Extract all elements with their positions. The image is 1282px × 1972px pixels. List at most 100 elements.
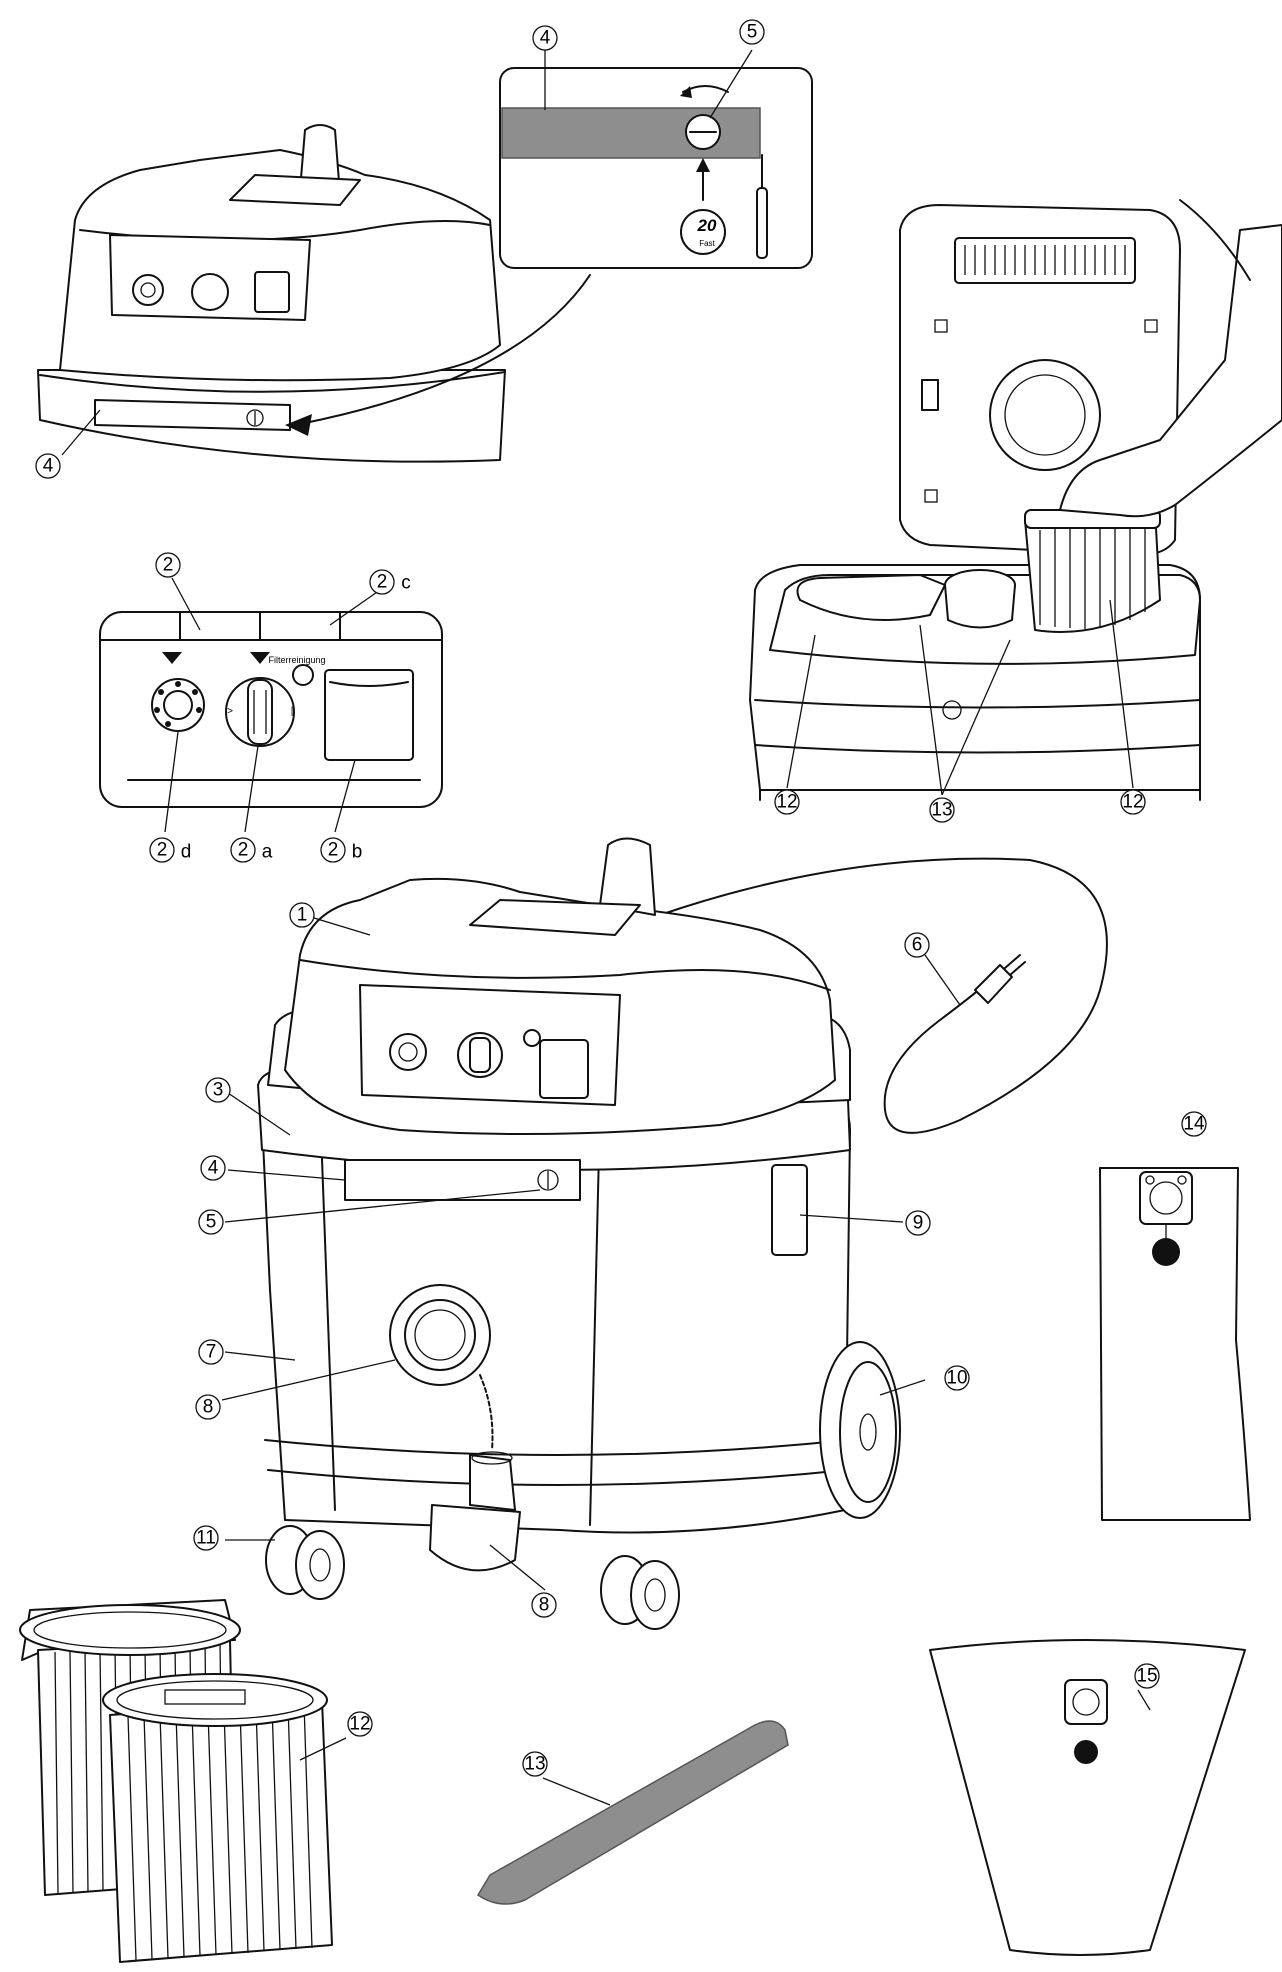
svg-text:12: 12 <box>776 792 797 813</box>
screw-icon <box>537 1169 559 1191</box>
svg-text:3: 3 <box>213 1080 224 1101</box>
arrow-icon <box>696 158 710 172</box>
castor-wheel <box>265 1525 345 1600</box>
indicator-lamp <box>523 1029 541 1047</box>
bag-collar <box>1139 1171 1193 1225</box>
callout: 13 <box>522 1751 548 1777</box>
latch <box>771 1164 808 1256</box>
callout: 12 <box>774 789 800 815</box>
callout: 8 <box>531 1592 557 1618</box>
removable-strip <box>94 399 291 431</box>
callout: 2 b <box>320 837 363 863</box>
callout: 4 <box>532 25 558 51</box>
svg-text:9: 9 <box>913 1213 924 1234</box>
inlet-cap <box>429 1504 521 1572</box>
dust-bag <box>1099 1167 1251 1521</box>
indicator-lamp <box>292 664 314 686</box>
switch-icon <box>921 379 939 411</box>
callout: 4 <box>200 1155 226 1181</box>
knob-icon <box>132 274 164 306</box>
panel-label: Filterreinigung <box>268 655 325 665</box>
panel-control-panel: > | Filterreinigung 2 2 c 2 d 2 a 2 b <box>99 552 443 863</box>
dust-bag <box>929 1639 1246 1956</box>
badge-number: 20 <box>697 216 717 235</box>
torx-badge <box>680 209 726 255</box>
callout: 15 <box>1134 1663 1160 1689</box>
castor-wheel <box>600 1555 680 1630</box>
hand <box>1059 224 1282 518</box>
bag-collar <box>1064 1679 1108 1725</box>
svg-text:2: 2 <box>238 840 249 861</box>
svg-text:2: 2 <box>163 555 174 576</box>
callout: 10 <box>944 1365 970 1391</box>
svg-text:1: 1 <box>297 905 308 926</box>
callout: 2 a <box>230 837 273 863</box>
svg-text:11: 11 <box>196 1528 216 1549</box>
panel-accessories: 15 12 13 <box>19 1599 1246 1963</box>
filter-cartridge <box>102 1673 333 1963</box>
svg-text:7: 7 <box>206 1342 217 1363</box>
callout: 2 <box>155 552 181 578</box>
callout: 12 <box>1120 789 1146 815</box>
svg-text:2: 2 <box>157 840 168 861</box>
plug-icon <box>974 964 1013 1004</box>
callout: 7 <box>198 1339 224 1365</box>
svg-text:c: c <box>401 573 411 594</box>
svg-text:15: 15 <box>1136 1666 1157 1687</box>
svg-text:4: 4 <box>208 1158 219 1179</box>
svg-text:8: 8 <box>203 1397 214 1418</box>
marker-triangle <box>250 652 270 664</box>
callout: 14 <box>1181 1111 1207 1137</box>
socket-icon <box>539 1039 589 1099</box>
svg-text:10: 10 <box>946 1368 967 1389</box>
callout: 12 <box>347 1711 373 1737</box>
svg-text:12: 12 <box>1122 792 1143 813</box>
seal-strip <box>476 1720 789 1905</box>
bag-opening <box>1152 1238 1180 1266</box>
callout: 4 <box>35 453 61 479</box>
svg-text:12: 12 <box>349 1714 370 1735</box>
bag-opening <box>1074 1740 1098 1764</box>
callout: 5 <box>739 19 765 45</box>
socket-icon <box>254 271 290 313</box>
power-cable <box>659 857 1108 1134</box>
filter-cartridge <box>1024 509 1161 633</box>
svg-text:8: 8 <box>539 1595 550 1616</box>
filter-seat <box>796 574 946 621</box>
removable-strip <box>344 1159 581 1201</box>
svg-text:6: 6 <box>912 935 923 956</box>
svg-text:a: a <box>262 842 273 863</box>
svg-text:13: 13 <box>524 1754 545 1775</box>
callout: 8 <box>195 1394 221 1420</box>
callout: 13 <box>929 797 955 823</box>
callout: 1 <box>289 902 315 928</box>
callout: 11 <box>193 1525 219 1551</box>
svg-text:b: b <box>352 842 363 863</box>
svg-text:d: d <box>181 842 192 863</box>
svg-text:|: | <box>291 706 294 717</box>
callout: 3 <box>205 1077 231 1103</box>
badge-subtext: Fast <box>699 239 715 248</box>
handle <box>599 837 656 916</box>
panel-filter-change: 12 13 12 <box>749 199 1282 823</box>
callout: 5 <box>198 1209 224 1235</box>
svg-text:14: 14 <box>1183 1114 1205 1135</box>
svg-text:4: 4 <box>43 456 54 477</box>
rear-wheel <box>819 1341 901 1519</box>
screw-icon <box>246 409 264 427</box>
svg-text:4: 4 <box>540 28 551 49</box>
svg-text:5: 5 <box>747 22 758 43</box>
panel-overview: 1 6 3 4 14 5 9 7 10 8 11 <box>193 837 1251 1630</box>
arrow-icon <box>285 414 312 436</box>
svg-text:13: 13 <box>931 800 952 821</box>
callout: 2 c <box>369 569 411 595</box>
screwdriver-icon <box>756 187 768 259</box>
knob-icon <box>389 1033 427 1071</box>
callout: 9 <box>905 1210 931 1236</box>
svg-text:2: 2 <box>377 572 388 593</box>
callout: 6 <box>904 932 930 958</box>
callout: 2 d <box>149 837 192 863</box>
svg-text:>: > <box>227 706 233 717</box>
